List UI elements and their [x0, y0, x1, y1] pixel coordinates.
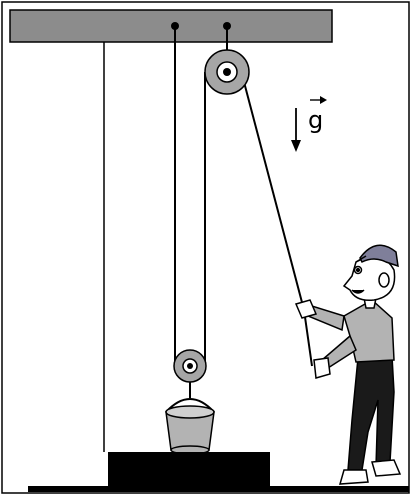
gravity-label: g: [308, 106, 323, 134]
gravity-indicator: [291, 96, 327, 152]
movable-pulley: [173, 349, 207, 398]
fixed-pulley: [204, 49, 250, 95]
bucket: [165, 398, 215, 455]
rope-pull-segment-lower: [303, 309, 313, 367]
platform-block: [108, 452, 270, 486]
ground-line: [28, 486, 409, 492]
worker-figure: [294, 244, 402, 485]
rope-pull-segment: [243, 81, 305, 311]
